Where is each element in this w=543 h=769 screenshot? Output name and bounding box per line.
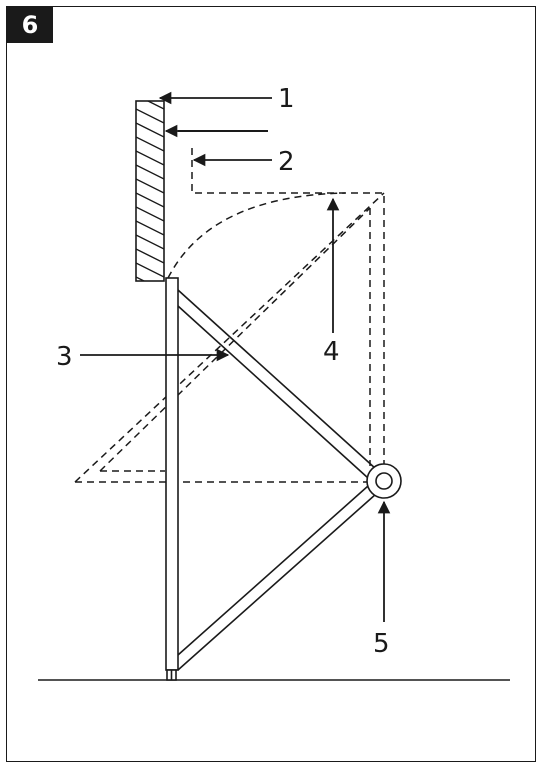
callout-label-5: 5	[373, 629, 390, 659]
figure-number-badge: 6	[7, 7, 53, 43]
upright-post	[165, 277, 179, 681]
wall-hatched	[135, 100, 165, 282]
figure-frame	[6, 6, 536, 762]
diagonal-braces	[177, 289, 377, 671]
callout-label-4: 4	[323, 337, 340, 367]
callout-label-3: 3	[56, 342, 73, 372]
hinge-pivot	[366, 463, 402, 499]
callout-label-2: 2	[278, 147, 295, 177]
callout-label-1: 1	[278, 84, 295, 114]
folded-position-dashed	[74, 148, 385, 483]
callout-arrows	[80, 91, 391, 622]
